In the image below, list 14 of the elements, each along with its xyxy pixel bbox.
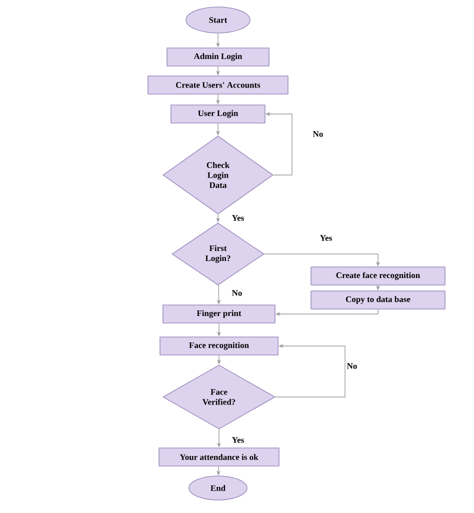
edge-label: No <box>232 290 242 296</box>
process-box: Finger print <box>162 304 276 324</box>
process-box: Create face recognition <box>310 266 446 286</box>
process-box: Your attendance is ok <box>158 448 280 466</box>
edge-label: Yes <box>232 437 244 443</box>
edge-label: No <box>312 131 323 137</box>
process-box: Admin Login <box>166 48 270 66</box>
process-box: Face recognition <box>160 336 278 356</box>
process-box: Copy to data base <box>310 290 446 310</box>
edge-label: Yes <box>320 235 332 241</box>
edge-label: No <box>346 363 357 369</box>
process-box: User Login <box>170 104 266 124</box>
process-box: Create Users' Accounts <box>148 76 288 94</box>
edge-label: Yes <box>232 215 244 221</box>
